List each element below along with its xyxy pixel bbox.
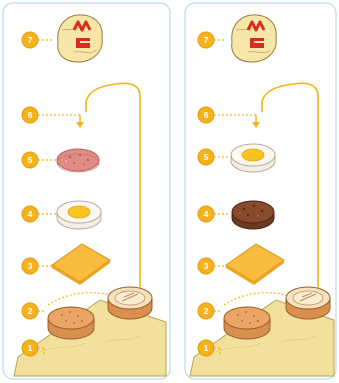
muffin-bottom-icon (48, 307, 94, 339)
step-number: 3 (204, 261, 209, 271)
sausage-icon (232, 201, 274, 229)
step-number: 7 (204, 35, 209, 45)
wrapper-icon (58, 15, 103, 62)
step-number: 5 (28, 155, 33, 165)
wrapper-icon (232, 15, 277, 62)
step-number: 4 (204, 209, 209, 219)
step-number: 6 (204, 110, 209, 120)
egg-icon (57, 201, 101, 229)
muffin-bottom-icon (224, 307, 270, 339)
muffin-top-icon (286, 287, 330, 319)
step-number: 6 (28, 110, 33, 120)
muffin-top-icon (108, 287, 152, 319)
step-number: 1 (204, 343, 209, 353)
panel-right: 7 6 5 (185, 3, 336, 379)
egg-icon (231, 144, 275, 172)
step-number: 3 (28, 261, 33, 271)
step-number: 7 (28, 35, 33, 45)
step-number: 2 (28, 306, 33, 316)
panel-left: 7 6 5 (3, 3, 170, 379)
step-number: 1 (28, 343, 33, 353)
step-number: 5 (204, 152, 209, 162)
step-number: 4 (28, 209, 33, 219)
step-number: 2 (204, 306, 209, 316)
